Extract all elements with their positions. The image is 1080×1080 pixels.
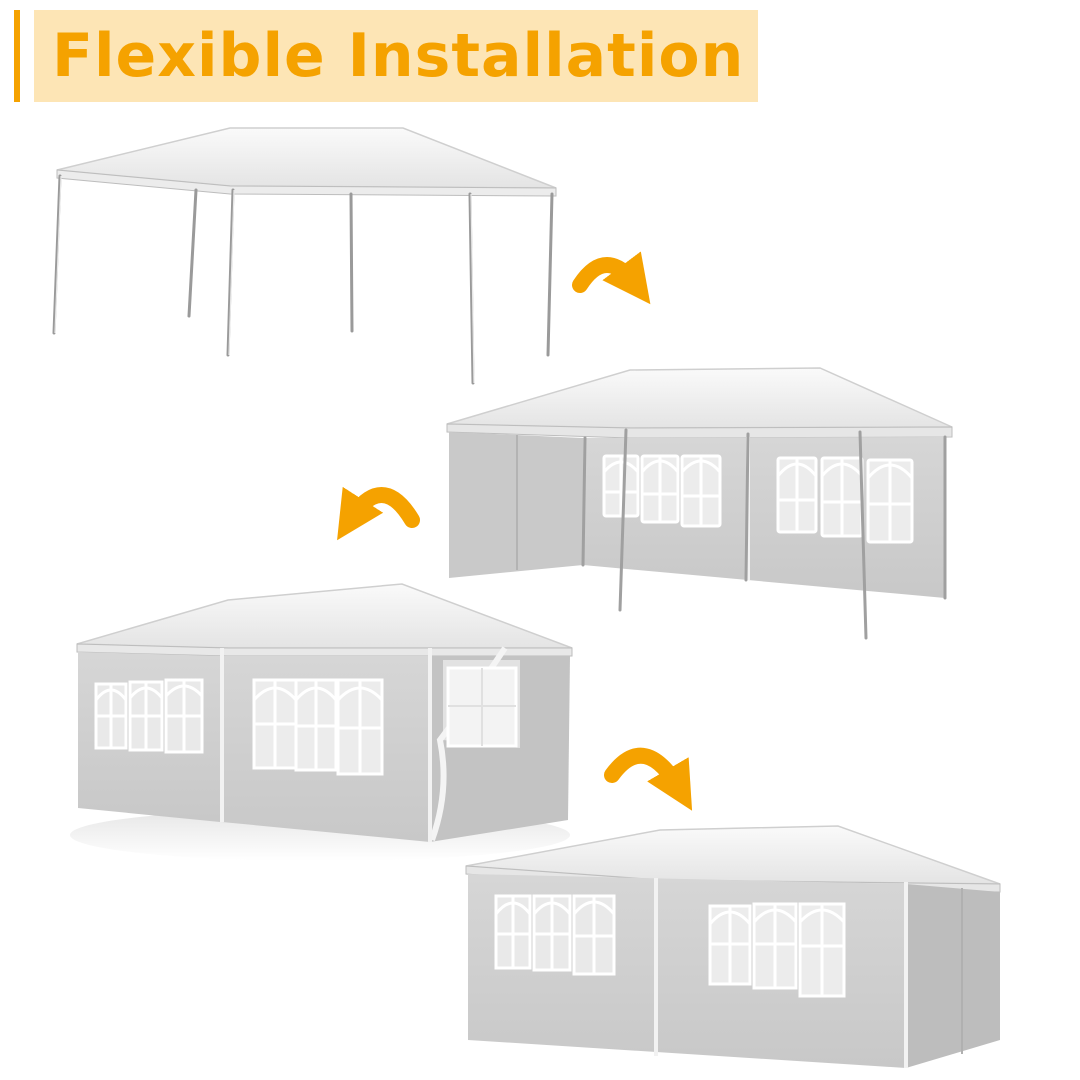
window-group (494, 894, 846, 998)
window-group (94, 666, 518, 776)
tent-step-2-partial-walls (446, 367, 953, 640)
window-pane (336, 678, 384, 776)
window-pane (532, 894, 572, 972)
window-group (602, 454, 914, 544)
curved-arrow-right-icon (604, 747, 693, 811)
header-banner (34, 10, 758, 102)
window-pane (866, 458, 914, 544)
window-pane (164, 678, 204, 754)
window-pane (294, 678, 338, 772)
canopy-roof (446, 367, 953, 429)
window-pane (776, 456, 818, 534)
curved-arrow-right-icon (572, 251, 651, 305)
window-pane (494, 894, 532, 970)
header-accent-bar (14, 10, 20, 102)
curved-arrow-left-icon (337, 486, 420, 541)
window-pane (820, 456, 864, 538)
tent-step-4-fully-enclosed (465, 825, 1001, 1068)
window-pane (708, 904, 752, 986)
window-pane (798, 902, 846, 998)
window-pane (752, 902, 798, 990)
window-pane (680, 454, 722, 528)
side-wall-right (906, 884, 1000, 1068)
window-pane (572, 894, 616, 976)
tent-legs (581, 428, 947, 640)
window-pane (602, 454, 640, 518)
canopy-valance (56, 169, 557, 197)
window-pane (252, 678, 298, 770)
window-pane (446, 666, 518, 748)
page-title: Flexible Installation (52, 21, 745, 91)
tent-step-3-open-door (70, 583, 573, 861)
window-pane (128, 680, 164, 752)
canopy-valance (76, 643, 573, 657)
window-pane (640, 454, 680, 524)
tent-legs (52, 174, 554, 385)
canopy-roof (76, 583, 573, 649)
window-pane (94, 682, 128, 750)
canopy-valance (446, 423, 953, 439)
tent-step-1-canopy-only (52, 127, 557, 385)
